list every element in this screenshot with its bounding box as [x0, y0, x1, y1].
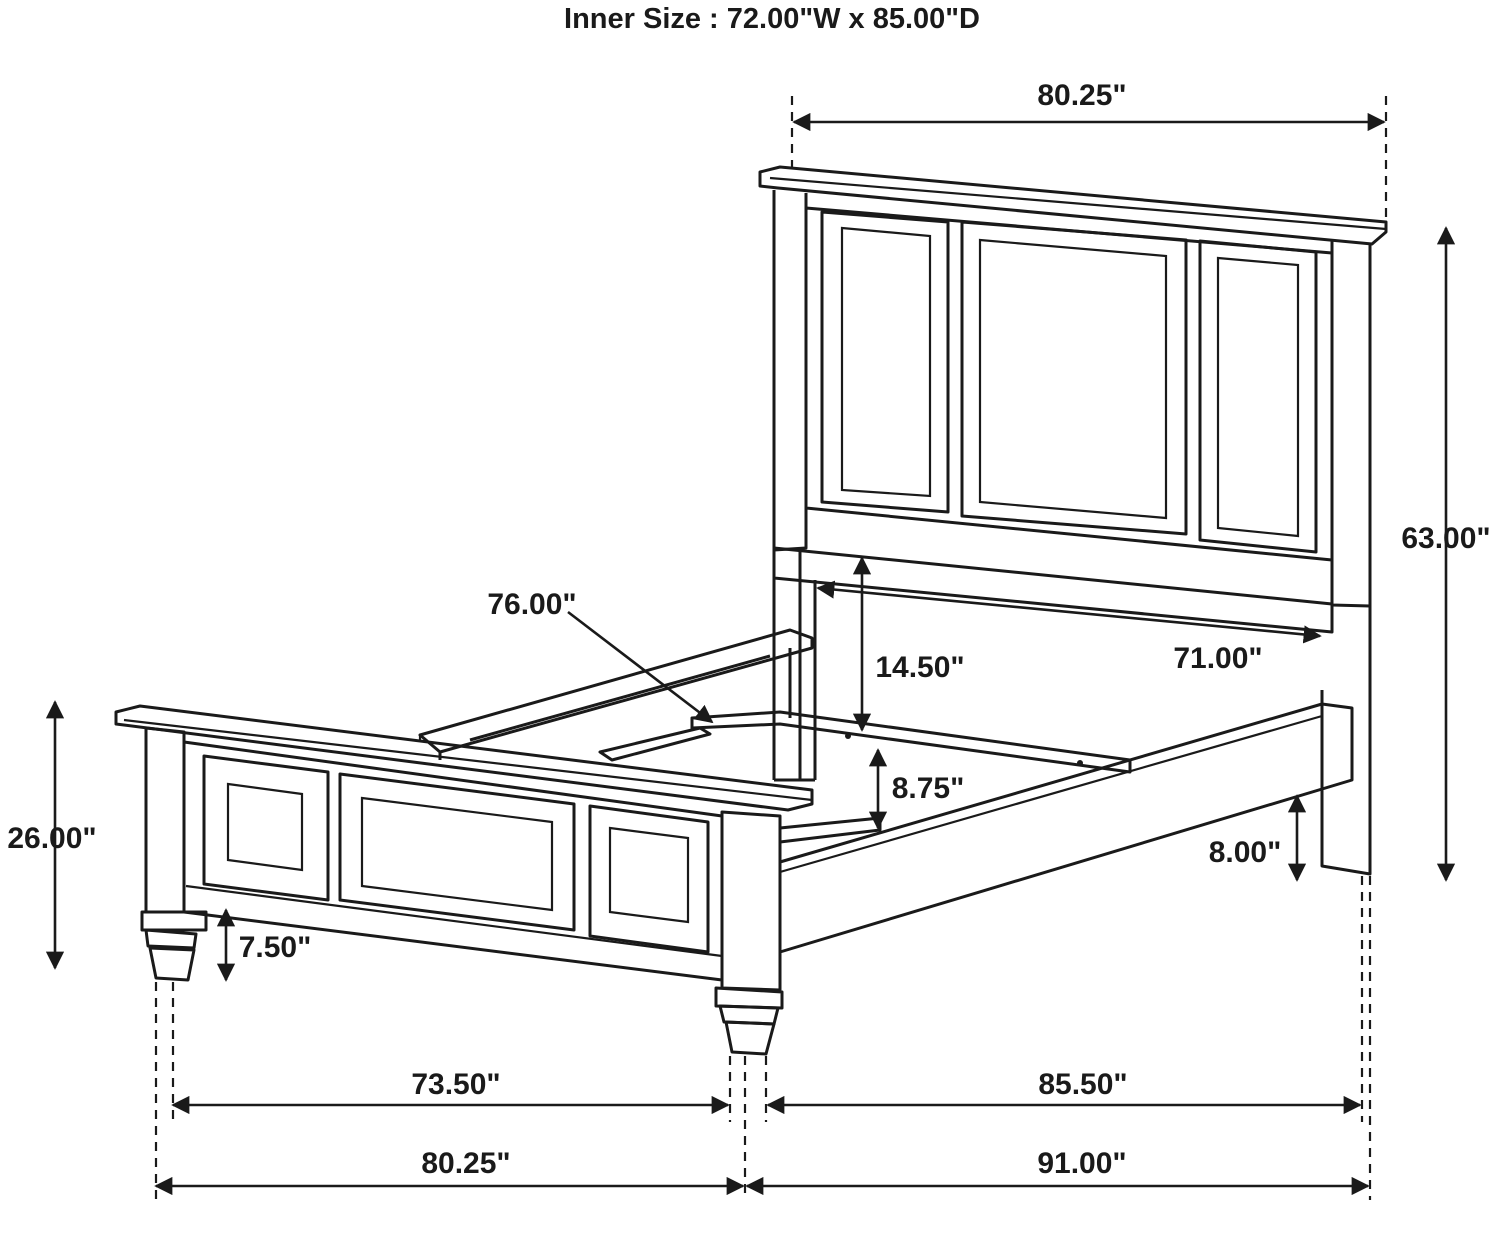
rail-length-leader [567, 610, 714, 724]
headboard-left-panel [820, 210, 950, 514]
under-clearance-label: 14.50" [875, 651, 964, 684]
headboard-width-label: 80.25" [1037, 79, 1126, 112]
slat-support-left [598, 726, 712, 762]
dimension-lines [45, 96, 1456, 1200]
rail-clearance-label: 8.00" [1209, 836, 1282, 869]
footboard-right-panel [588, 804, 710, 954]
rail-height-label: 8.75" [892, 772, 965, 805]
headboard [758, 165, 1388, 876]
footboard-left-post [144, 726, 186, 914]
slat-width-label: 71.00" [1173, 642, 1262, 675]
headboard-lower-rail [772, 546, 1334, 634]
overall-width-label: 80.25" [421, 1147, 510, 1180]
rail-length-label: 76.00" [487, 588, 576, 621]
headboard-height-label: 63.00" [1401, 522, 1490, 555]
dimension-labels: 80.25" 63.00" 26.00" 76.00" 14.50" 71.00… [7, 79, 1490, 1180]
headboard-left-post [772, 190, 808, 552]
headboard-right-leg [1320, 606, 1372, 876]
headboard-right-panel [1198, 239, 1318, 554]
footboard [114, 704, 814, 1056]
footboard-right-foot [724, 1020, 776, 1056]
footboard-panel-frame [182, 740, 724, 982]
inner-size-title: Inner Size : 72.00"W x 85.00"D [564, 3, 980, 35]
right-side-rail [778, 702, 1354, 954]
footboard-height-label: 26.00" [7, 822, 96, 855]
slat-width-dimension [816, 580, 1322, 644]
footboard-left-foot [148, 946, 196, 982]
bed-frame-rails [418, 628, 1354, 954]
headboard-crown [758, 165, 1388, 246]
footboard-top-rail [114, 704, 814, 812]
footboard-right-post [720, 810, 782, 992]
headboard-middle-panel [960, 220, 1188, 536]
footboard-middle-panel [338, 772, 576, 932]
inner-width-label: 73.50" [411, 1068, 500, 1101]
inner-length-label: 85.50" [1038, 1068, 1127, 1101]
overall-length-label: 91.00" [1037, 1147, 1126, 1180]
center-slat [690, 710, 1132, 774]
footboard-left-panel [202, 754, 330, 902]
left-side-rail [418, 628, 814, 754]
headboard-right-post [1330, 240, 1372, 608]
foot-leg-label: 7.50" [239, 931, 312, 964]
